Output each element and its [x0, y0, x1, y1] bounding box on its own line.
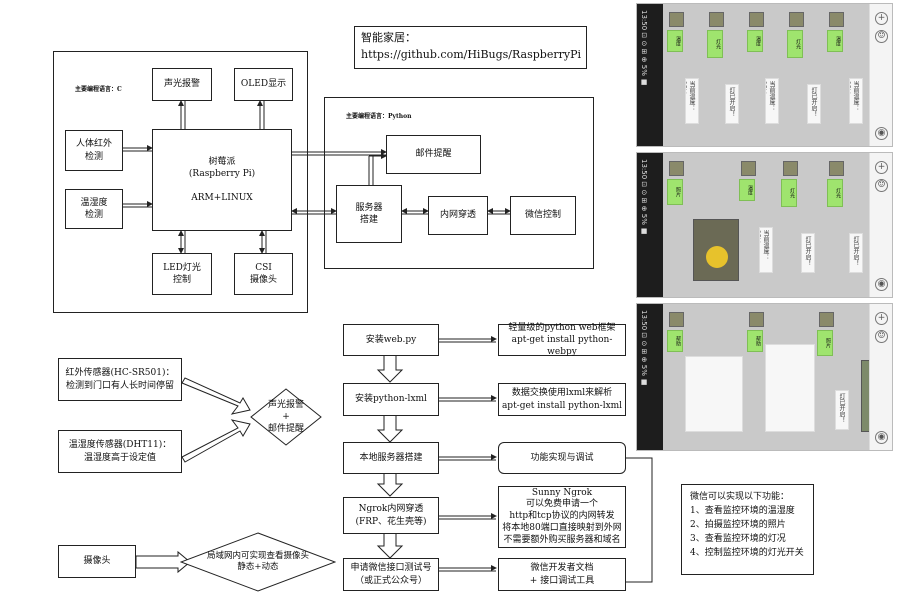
sent-message: 灯光 — [787, 30, 803, 58]
phone-screenshot-2: 13:50 ⊡ ⊙ ⊞ ⊕ 5% ■ 照片 温度 当前温度：25℃ 灯光 灯已开… — [636, 152, 893, 298]
note-debug: 功能实现与调试 — [498, 442, 626, 474]
wechat-features: 微信可以实现以下功能： 1、查看监控环境的温湿度 2、拍摄监控环境的照片 3、查… — [681, 484, 814, 575]
phone-input-bar: + ☺ ◉ — [869, 153, 892, 297]
alarm-mail-label: 声光报警 + 邮件提醒 — [267, 399, 304, 435]
reply-message: 灯已开启！ — [725, 84, 739, 124]
user-avatar — [749, 12, 764, 27]
user-avatar — [749, 312, 764, 327]
help-reply-message — [685, 356, 743, 432]
note-webpy: 轻量级的python web框架 apt-get install python-… — [498, 323, 626, 357]
user-avatar — [819, 312, 834, 327]
reply-message: 灯已开启！ — [835, 390, 849, 430]
sent-message: 照片 — [667, 179, 683, 205]
csi-camera-box: CSI 摄像头 — [234, 253, 293, 295]
voice-icon[interactable]: ◉ — [875, 278, 888, 291]
wechat-control-box: 微信控制 — [510, 196, 576, 235]
reply-message: 当前温度：25℃ — [685, 78, 699, 124]
intranet-tunnel-box: 内网穿透 — [428, 196, 488, 235]
server-setup-box: 服务器 搭建 — [336, 185, 402, 243]
project-header: 智能家居： https://github.com/HiBugs/Raspberr… — [354, 26, 587, 69]
step-ngrok: Ngrok内网穿透 (FRP、花生壳等) — [343, 497, 439, 534]
sent-message: 帮助 — [667, 330, 683, 352]
emoji-icon[interactable]: ☺ — [875, 330, 888, 343]
sent-message: 温度 — [827, 30, 843, 52]
user-avatar — [829, 161, 844, 176]
user-avatar — [709, 12, 724, 27]
user-avatar — [829, 12, 844, 27]
user-avatar — [741, 161, 756, 176]
user-avatar — [669, 12, 684, 27]
user-avatar — [789, 12, 804, 27]
step-wechat-test-account: 申请微信接口测试号 （或正式公众号） — [343, 558, 439, 591]
step-local-server: 本地服务器搭建 — [343, 442, 439, 474]
alarm-decision-diamond — [250, 388, 322, 446]
oled-display-box: OLED显示 — [234, 68, 293, 101]
phone-status-bar: 13:50 ⊡ ⊙ ⊞ ⊕ 5% ■ — [637, 153, 663, 297]
sent-message: 温度 — [667, 30, 683, 52]
user-avatar — [669, 161, 684, 176]
temp-detect-box: 温湿度 检测 — [65, 189, 123, 229]
phone-input-bar: + ☺ ◉ — [869, 304, 892, 450]
reply-message: 当前温度：25℃ — [759, 227, 773, 273]
user-avatar — [783, 161, 798, 176]
note-sunny-ngrok: Sunny Ngrok 可以免费申请一个 http和tcp协议的内网转发 将本地… — [498, 486, 626, 548]
note-wechat-docs: 微信开发者文档 + 接口调试工具 — [498, 558, 626, 591]
reply-message: 当前温度：25℃ — [765, 78, 779, 124]
note-lxml: 数据交换使用lxml来解析 apt-get install python-lxm… — [498, 383, 626, 416]
emoji-icon[interactable]: ☺ — [875, 30, 888, 43]
phone-input-bar: + ☺ ◉ — [869, 4, 892, 146]
raspberry-pi-box: 树莓派 (Raspberry Pi) ARM+LINUX — [152, 129, 292, 231]
hardware-language-label: 主要编程语言：C — [75, 86, 122, 93]
reply-message: 当前温度：25℃ — [849, 78, 863, 124]
led-control-box: LED灯光 控制 — [152, 253, 212, 295]
help-reply-message — [765, 344, 815, 432]
phone-status-bar: 13:50 ⊡ ⊙ ⊞ ⊕ 5% ■ — [637, 304, 663, 450]
reply-message: 灯已开启！ — [807, 84, 821, 124]
user-avatar — [669, 312, 684, 327]
add-icon[interactable]: + — [875, 12, 888, 25]
software-language-label: 主要编程语言：Python — [346, 113, 412, 120]
phone-status-bar: 13:50 ⊡ ⊙ ⊞ ⊕ 5% ■ — [637, 4, 663, 146]
pir-detect-box: 人体红外 检测 — [65, 130, 123, 171]
sent-message: 温度 — [739, 179, 755, 201]
camera-photo — [693, 219, 739, 281]
reply-message: 灯已开启！ — [849, 233, 863, 273]
emoji-icon[interactable]: ☺ — [875, 179, 888, 192]
mail-alert-box: 邮件提醒 — [386, 135, 481, 174]
lan-view-label: 局域网内可实现查看摄像头 静态+动态 — [206, 550, 309, 572]
pir-sensor-condition: 红外传感器(HC-SR501)： 检测到门口有人长时间停留 — [58, 358, 182, 401]
step-install-webpy: 安装web.py — [343, 324, 439, 356]
camera-box: 摄像头 — [58, 545, 136, 578]
dht-sensor-condition: 温湿度传感器(DHT11)： 温湿度高于设定值 — [58, 430, 182, 473]
step-install-lxml: 安装python-lxml — [343, 383, 439, 416]
software-frame — [324, 97, 594, 269]
voice-icon[interactable]: ◉ — [875, 127, 888, 140]
voice-icon[interactable]: ◉ — [875, 431, 888, 444]
reply-message: 灯已开启！ — [801, 233, 815, 273]
sent-message: 照片 — [817, 330, 833, 356]
sent-message: 灯光 — [827, 179, 843, 207]
phone-screenshot-3: 13:50 ⊡ ⊙ ⊞ ⊕ 5% ■ 帮助 帮助 照片 灯已开启！ + ☺ ◉ — [636, 303, 893, 451]
add-icon[interactable]: + — [875, 312, 888, 325]
add-icon[interactable]: + — [875, 161, 888, 174]
sent-message: 灯光 — [707, 30, 723, 58]
sound-alarm-box: 声光报警 — [152, 68, 212, 101]
phone-screenshot-1: 13:50 ⊡ ⊙ ⊞ ⊕ 5% ■ 温度 当前温度：25℃ 灯光 灯已开启！ … — [636, 3, 893, 147]
lan-view-diamond — [180, 532, 336, 592]
sent-message: 灯光 — [781, 179, 797, 207]
hardware-frame — [53, 51, 308, 313]
sent-message: 温度 — [747, 30, 763, 52]
sent-message: 帮助 — [747, 330, 763, 352]
